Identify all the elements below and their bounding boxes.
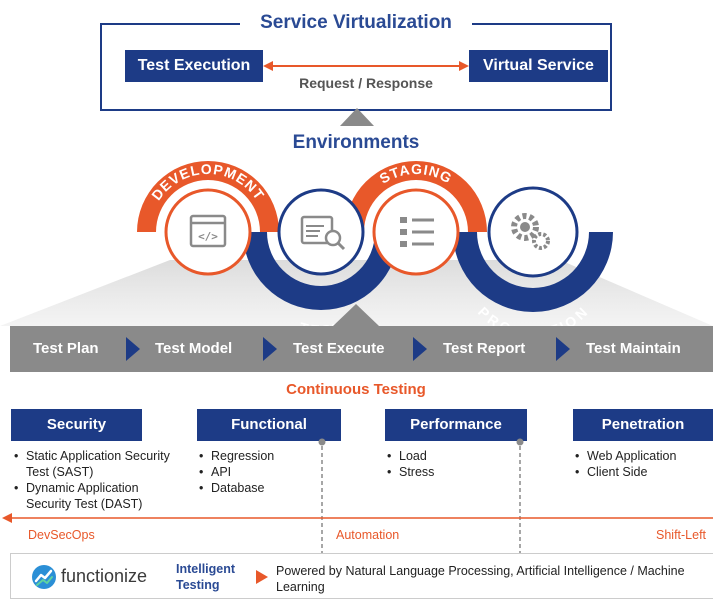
functionize-logo-text: functionize	[61, 566, 148, 586]
stage-label-staging: STAGING	[377, 161, 456, 187]
category-penetration-title: Penetration	[573, 409, 713, 441]
category-security-title: Security	[11, 409, 142, 441]
pipeline-shift-left: Shift-Left	[656, 528, 707, 542]
development-circle: </>	[164, 188, 252, 276]
list-item: Dynamic Application Security Test (DAST)	[14, 480, 179, 512]
step-test-report: Test Report	[443, 340, 526, 357]
category-performance-title: Performance	[385, 409, 527, 441]
testing-line: Testing	[176, 578, 220, 592]
production-circle	[487, 186, 579, 278]
step-test-execute: Test Execute	[293, 340, 385, 357]
list-item: Load	[387, 448, 507, 464]
connector-triangle	[340, 108, 374, 126]
functionize-logo-icon	[32, 565, 56, 589]
list-item: Client Side	[575, 464, 710, 480]
category-penetration-list: Web Application Client Side	[575, 448, 710, 480]
step-arrow-icon	[413, 337, 427, 361]
category-security-list: Static Application Security Test (SAST) …	[14, 448, 179, 512]
list-item: API	[199, 464, 319, 480]
powered-by-text: Powered by Natural Language Processing, …	[276, 564, 685, 594]
stage-label-test: TEST	[298, 319, 345, 330]
request-response-arrow	[263, 61, 469, 71]
svg-text:</>: </>	[198, 230, 218, 243]
virtual-service-box: Virtual Service	[469, 50, 608, 82]
service-virtualization-title: Service Virtualization	[240, 10, 472, 36]
step-test-maintain: Test Maintain	[586, 340, 681, 357]
list-item: Stress	[387, 464, 507, 480]
test-circle	[277, 188, 365, 276]
category-functional-list: Regression API Database	[199, 448, 319, 496]
test-execution-box: Test Execution	[125, 50, 263, 82]
step-arrow-icon	[126, 337, 140, 361]
pipeline-arrow	[2, 513, 713, 523]
request-response-label: Request / Response	[299, 75, 433, 91]
pipeline-automation: Automation	[336, 528, 400, 542]
category-performance-list: Load Stress	[387, 448, 507, 480]
environments-title: Environments	[292, 132, 420, 153]
step-test-plan: Test Plan	[33, 340, 99, 357]
staging-circle	[372, 188, 460, 276]
environments-graphic: </> DEVELOPMENT STAGING TEST PRODUCTION	[0, 161, 713, 330]
list-item: Web Application	[575, 448, 710, 464]
play-arrow-icon	[256, 570, 268, 584]
list-item: Static Application Security Test (SAST)	[14, 448, 179, 480]
intelligent-line: Intelligent	[176, 562, 236, 576]
dotted-connectors	[318, 438, 524, 554]
step-arrow-icon	[263, 337, 277, 361]
list-item: Database	[199, 480, 319, 496]
step-arrow-icon	[556, 337, 570, 361]
pipeline-devsecops: DevSecOps	[28, 528, 95, 542]
continuous-testing-label: Continuous Testing	[286, 381, 426, 398]
intelligent-testing-label: Intelligent Testing	[176, 561, 235, 593]
list-item: Regression	[199, 448, 319, 464]
category-functional-title: Functional	[197, 409, 341, 441]
step-test-model: Test Model	[155, 340, 233, 357]
